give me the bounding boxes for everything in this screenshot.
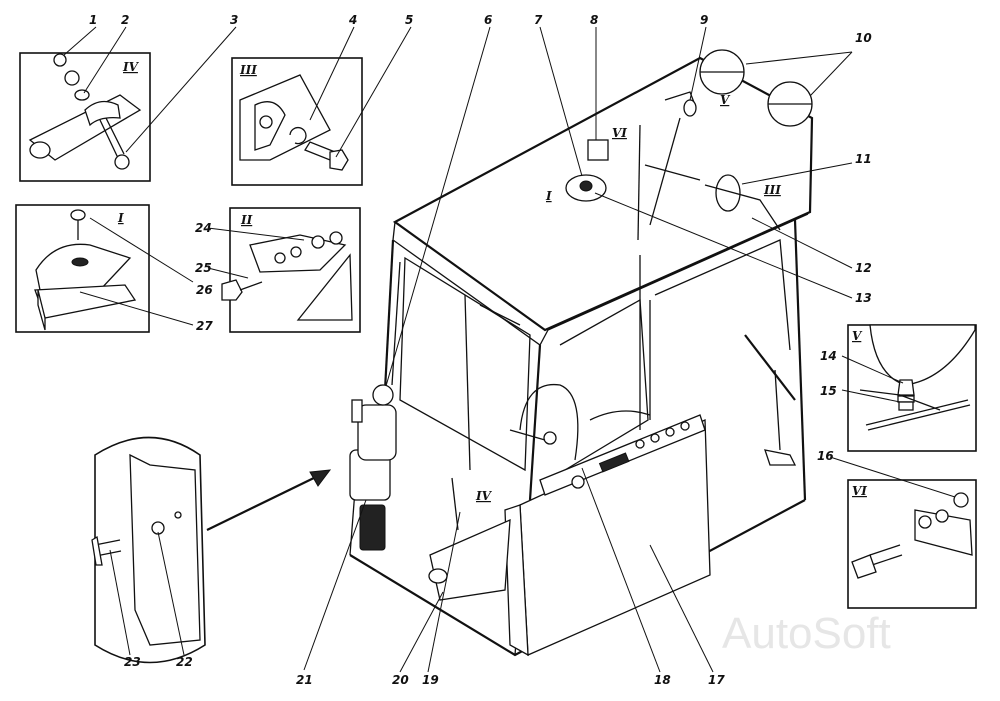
- callout-1: 1: [89, 13, 97, 27]
- detail-v-panel: [847, 324, 977, 452]
- callout-18: 18: [654, 673, 671, 687]
- callout-21: 21: [296, 673, 313, 687]
- watermark-text: AutoSoft: [722, 609, 891, 658]
- callout-25: 25: [195, 261, 212, 275]
- callout-3: 3: [230, 13, 238, 27]
- callout-24: 24: [195, 221, 212, 235]
- callout-15: 15: [820, 384, 837, 398]
- callout-5: 5: [405, 13, 413, 27]
- detail-label-v: V: [852, 329, 863, 343]
- main-label-iii: III: [763, 183, 781, 197]
- callout-27: 27: [196, 319, 213, 333]
- callout-13: 13: [855, 291, 872, 305]
- callout-4: 4: [348, 13, 357, 27]
- detail-iv-panel: [19, 52, 151, 182]
- detail-label-iii: III: [239, 63, 257, 77]
- main-label-i: I: [545, 189, 552, 203]
- main-label-v: V: [720, 93, 731, 107]
- callout-14: 14: [820, 349, 837, 363]
- tractor-cab: [349, 49, 814, 657]
- callout-7: 7: [534, 13, 543, 27]
- detail-label-ii: II: [240, 213, 253, 227]
- callout-12: 12: [855, 261, 872, 275]
- callout-26: 26: [196, 283, 213, 297]
- callout-22: 22: [176, 655, 193, 669]
- callout-19: 19: [422, 673, 439, 687]
- callout-16: 16: [817, 449, 834, 463]
- callout-8: 8: [590, 13, 598, 27]
- callout-23: 23: [124, 655, 141, 669]
- detail-iii-panel: [231, 57, 363, 186]
- callout-2: 2: [121, 13, 129, 27]
- callout-9: 9: [700, 13, 708, 27]
- detail-label-i: I: [117, 211, 124, 225]
- callout-6: 6: [484, 13, 492, 27]
- callout-17: 17: [708, 673, 725, 687]
- detail-label-vi: VI: [852, 484, 867, 498]
- callout-10: 10: [855, 31, 872, 45]
- detail-ii-panel: [221, 207, 361, 333]
- callout-11: 11: [855, 152, 872, 166]
- callout-numbers: 1 2 3 4 5 6 7 8 9 10 11 12 13 14 15 16 1…: [89, 13, 872, 687]
- main-label-iv: IV: [475, 489, 493, 503]
- detail-label-iv: IV: [122, 60, 140, 74]
- leader-lines: [63, 26, 956, 673]
- round-detail-view: [91, 436, 332, 664]
- callout-20: 20: [392, 673, 409, 687]
- main-label-vi: VI: [612, 126, 627, 140]
- detail-i-panel: [15, 204, 150, 333]
- detail-vi-panel: [847, 479, 977, 609]
